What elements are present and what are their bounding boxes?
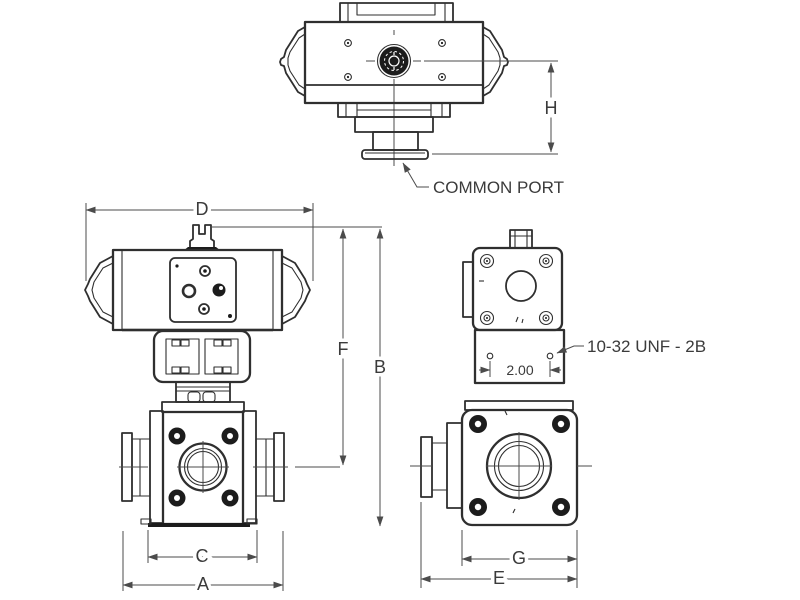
top-view-actuator-body bbox=[279, 20, 509, 166]
dim-label-g: G bbox=[512, 548, 526, 568]
dim-label-h: H bbox=[545, 98, 558, 118]
top-view bbox=[279, 2, 509, 166]
dimension-d: D bbox=[85, 195, 314, 281]
dimension-e: E bbox=[420, 502, 578, 591]
dimension-b: B bbox=[370, 228, 390, 527]
dimension-f: F bbox=[211, 226, 382, 466]
front-view-center-port bbox=[177, 441, 229, 493]
common-port-label: COMMON PORT bbox=[433, 178, 564, 197]
dim-label-e: E bbox=[493, 568, 505, 588]
dim-label-d: D bbox=[196, 199, 209, 219]
top-view-bracket bbox=[339, 2, 454, 23]
front-view-stem bbox=[183, 224, 221, 251]
side-view-center-port bbox=[485, 432, 553, 500]
position-indicator-knob bbox=[376, 43, 412, 79]
tapped-hole-left bbox=[486, 352, 494, 360]
dim-label-c: C bbox=[196, 546, 209, 566]
side-view-stem bbox=[509, 229, 533, 249]
side-view-bracket bbox=[473, 328, 566, 385]
side-view-bolts bbox=[469, 415, 570, 516]
dimension-h: H bbox=[424, 60, 561, 155]
air-ports-plate bbox=[169, 257, 237, 323]
thread-spec-callout: 10-32 UNF - 2B bbox=[556, 337, 706, 356]
dimension-hole-spacing: 2.00 bbox=[479, 361, 561, 378]
side-view-valve-body bbox=[410, 400, 592, 527]
dimension-a: A bbox=[122, 531, 284, 597]
front-view-valve-body bbox=[119, 401, 340, 527]
common-port-callout: COMMON PORT bbox=[402, 162, 564, 197]
front-view-bolts bbox=[168, 427, 239, 507]
front-view-bracket bbox=[152, 329, 252, 384]
dimension-c: C bbox=[147, 530, 258, 569]
top-view-common-port-stack bbox=[337, 102, 451, 160]
dim-label-hole-spacing: 2.00 bbox=[506, 362, 533, 378]
dim-label-b: B bbox=[374, 357, 386, 377]
front-view bbox=[84, 224, 340, 527]
thread-spec-label: 10-32 UNF - 2B bbox=[587, 337, 706, 356]
tapped-hole-right bbox=[546, 352, 554, 360]
top-view-screws bbox=[344, 39, 446, 81]
front-view-actuator bbox=[84, 248, 311, 332]
side-view-actuator bbox=[462, 246, 564, 332]
dim-label-a: A bbox=[197, 574, 209, 594]
front-view-neck bbox=[175, 381, 231, 403]
side-view bbox=[410, 229, 592, 527]
dim-label-f: F bbox=[338, 339, 349, 359]
